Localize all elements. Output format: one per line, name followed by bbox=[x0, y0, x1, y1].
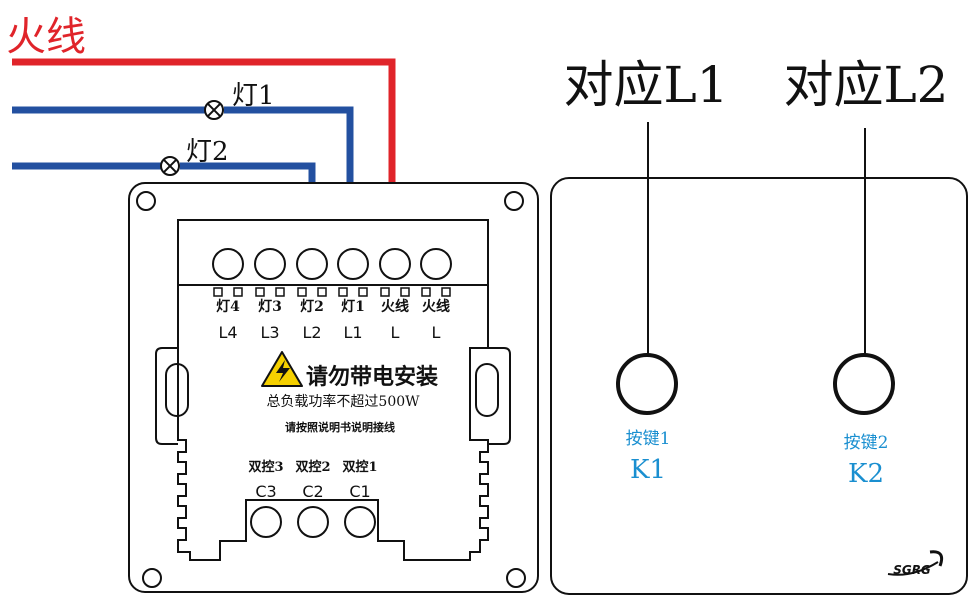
key1-button[interactable] bbox=[616, 353, 678, 415]
key2-label: 按键2 bbox=[844, 433, 889, 453]
key2-code: K2 bbox=[848, 459, 884, 489]
terminal-screw-l1 bbox=[337, 248, 369, 280]
bottom-screw-c3 bbox=[250, 506, 282, 538]
terminal-screw-live1 bbox=[379, 248, 411, 280]
max-power-note: 总负载功率不超过500W bbox=[266, 393, 420, 410]
bottom-terminal-label-cn: 双控1 bbox=[342, 459, 377, 475]
bottom-terminal-codes: C3 C2 C1 bbox=[255, 482, 370, 501]
key2-button[interactable] bbox=[833, 353, 895, 415]
front-plate bbox=[550, 177, 968, 595]
back-module: 灯4 灯3 灯2 灯1 火线 火线 L4 L3 L2 L1 L L 请勿带电安装… bbox=[128, 182, 539, 593]
terminal-label-cn: 火线 bbox=[381, 298, 409, 315]
mapping-label-1: 对应L1 bbox=[563, 56, 728, 114]
terminal-screw-l4 bbox=[212, 248, 244, 280]
bottom-terminal-code: C2 bbox=[302, 482, 323, 501]
bottom-terminal-screws bbox=[250, 506, 376, 538]
top-terminal-screws bbox=[212, 248, 452, 280]
lamp1-icon bbox=[204, 100, 224, 120]
terminal-label-cn: 灯4 bbox=[216, 298, 240, 315]
terminal-code: L2 bbox=[302, 323, 321, 342]
terminal-codes: L4 L3 L2 L1 L L bbox=[218, 323, 440, 342]
brand-logo: SGRG bbox=[887, 550, 944, 577]
bottom-terminal-code: C3 bbox=[255, 482, 276, 501]
terminal-screw-l2 bbox=[296, 248, 328, 280]
terminal-code: L bbox=[391, 323, 400, 342]
lamp1-label: 灯1 bbox=[232, 81, 275, 111]
right-mount-ear bbox=[475, 347, 511, 445]
bottom-terminal-code: C1 bbox=[349, 482, 370, 501]
screw-hole-br bbox=[506, 568, 526, 588]
terminal-code: L bbox=[432, 323, 441, 342]
instruction-note: 请按照说明书说明接线 bbox=[285, 420, 395, 434]
front-panel: 对应L1 对应L2 按键1 K1 按键2 K2 SGRG bbox=[550, 56, 968, 595]
terminal-label-cn: 火线 bbox=[422, 298, 450, 315]
bottom-terminal-label-cn: 双控3 bbox=[248, 459, 283, 475]
terminal-label-cn: 灯1 bbox=[341, 298, 365, 315]
terminal-label-cn: 灯3 bbox=[258, 298, 282, 315]
lamp2-icon bbox=[160, 156, 180, 176]
left-mount-ear bbox=[155, 347, 189, 445]
bottom-terminal-labels: 双控3 双控2 双控1 bbox=[248, 459, 377, 475]
mapping-label-2: 对应L2 bbox=[783, 56, 948, 114]
terminal-labels: 灯4 灯3 灯2 灯1 火线 火线 bbox=[216, 298, 450, 315]
screw-hole-bl bbox=[142, 568, 162, 588]
terminal-code: L4 bbox=[218, 323, 237, 342]
terminal-label-cn: 灯2 bbox=[300, 298, 324, 315]
lamp2-label: 灯2 bbox=[186, 137, 229, 167]
terminal-screw-l3 bbox=[254, 248, 286, 280]
warning-title: 请勿带电安装 bbox=[306, 364, 438, 390]
warning-icon bbox=[261, 351, 303, 387]
terminal-block bbox=[177, 219, 489, 286]
terminal-tabs bbox=[213, 287, 451, 297]
bottom-screw-c1 bbox=[344, 506, 376, 538]
key1-label: 按键1 bbox=[626, 429, 671, 449]
module-body bbox=[177, 219, 489, 561]
terminal-code: L1 bbox=[343, 323, 362, 342]
screw-hole-tr bbox=[504, 191, 524, 211]
key1-code: K1 bbox=[630, 455, 666, 485]
terminal-code: L3 bbox=[260, 323, 279, 342]
screw-hole-tl bbox=[136, 191, 156, 211]
wires: 火线 灯1 灯2 bbox=[6, 14, 396, 218]
brand-logo-text: SGRG bbox=[893, 563, 931, 577]
bottom-screw-c2 bbox=[297, 506, 329, 538]
terminal-screw-live2 bbox=[420, 248, 452, 280]
bottom-terminal-label-cn: 双控2 bbox=[295, 459, 330, 475]
live-wire-label: 火线 bbox=[6, 14, 86, 60]
live-wire bbox=[12, 58, 396, 218]
